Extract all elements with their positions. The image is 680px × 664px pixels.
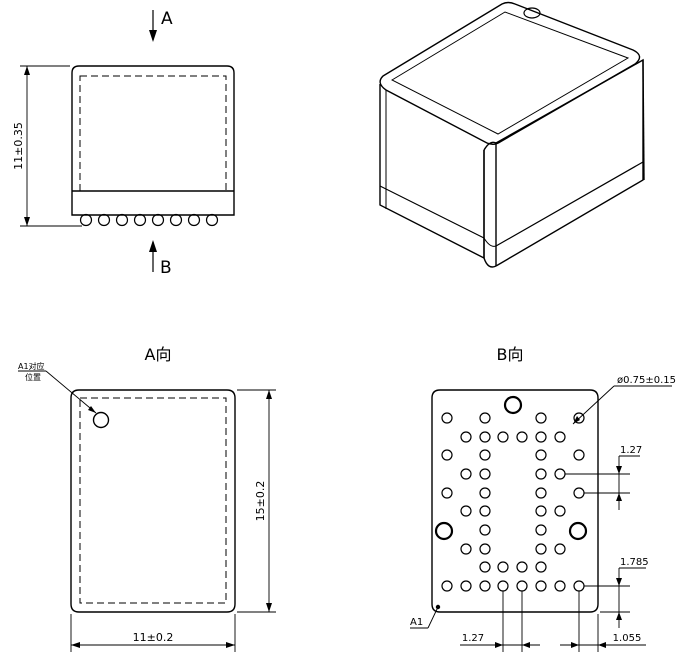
view-a-width-dimension — [70, 614, 236, 652]
view-a-leader — [45, 370, 97, 414]
solder-ball — [535, 449, 547, 461]
solder-ball — [535, 468, 547, 480]
view-b-a1-dot — [435, 604, 441, 610]
solder-ball — [535, 543, 547, 555]
iso-base-band — [379, 161, 644, 247]
view-b-pitch-bottom-dimension — [460, 591, 540, 652]
solder-ball — [460, 431, 472, 443]
solder-ball — [554, 543, 566, 555]
view-a-title: A向 — [145, 345, 172, 364]
solder-ball — [535, 412, 547, 424]
iso-top-face — [379, 1, 641, 145]
arrow-b — [149, 240, 157, 272]
view-b-title: B向 — [497, 345, 524, 364]
solder-ball — [573, 487, 585, 499]
view-b-body-outline — [431, 389, 599, 613]
front-height-label: 11±0.35 — [12, 122, 25, 170]
solder-ball — [535, 431, 547, 443]
view-b-hole-dim-label: ø0.75±0.15 — [617, 375, 676, 386]
solder-ball — [497, 431, 509, 443]
solder-ball — [516, 580, 528, 592]
solder-ball — [516, 561, 528, 573]
solder-ball — [573, 412, 585, 424]
solder-ball — [479, 580, 491, 592]
solder-ball — [554, 580, 566, 592]
solder-ball — [554, 505, 566, 517]
solder-ball — [497, 580, 509, 592]
solder-ball — [535, 524, 547, 536]
arrow-b-label: B — [160, 258, 172, 278]
view-a-callout-line2: 位置 — [25, 372, 41, 382]
view-a-body-outline — [70, 389, 236, 613]
view-b-a1-leader — [427, 606, 439, 629]
iso-right-face — [495, 58, 644, 267]
view-b-edge-y-label: 1.785 — [620, 557, 649, 568]
view-a-callout-line1: A1对应 — [18, 361, 45, 371]
solder-ball — [441, 487, 453, 499]
solder-ball — [573, 449, 585, 461]
solder-ball — [460, 468, 472, 480]
front-dashed-inner — [79, 75, 227, 192]
view-a-width-label: 11±0.2 — [133, 631, 174, 644]
solder-ball — [554, 431, 566, 443]
solder-ball — [460, 580, 472, 592]
view-b-hole-leader — [572, 385, 615, 425]
solder-ball — [535, 580, 547, 592]
solder-ball — [441, 449, 453, 461]
view-b-pitch-bottom-label: 1.27 — [462, 633, 484, 644]
view-a-height-dimension — [237, 389, 276, 613]
view-b-ball-grid — [434, 395, 588, 592]
front-solder-balls — [79, 213, 219, 227]
arrow-a-label: A — [161, 9, 173, 29]
view-b-edge-y-dimension — [584, 567, 646, 628]
solder-ball — [479, 449, 491, 461]
view-b-pitch-label: 1.27 — [620, 445, 642, 456]
solder-ball — [535, 561, 547, 573]
view-a-height-label: 15±0.2 — [254, 481, 267, 522]
alignment-ball — [568, 521, 588, 541]
iso-pin1-mark — [523, 7, 541, 19]
view-b-pitch-dimension — [565, 455, 640, 510]
solder-ball — [479, 468, 491, 480]
solder-ball — [479, 412, 491, 424]
view-a-pin1-mark — [92, 411, 110, 429]
view-a: A向 A1对应 位置 15±0.2 11±0.2 — [18, 345, 276, 652]
solder-ball — [554, 468, 566, 480]
solder-ball — [479, 487, 491, 499]
arrow-a — [149, 10, 157, 42]
front-body-outline — [71, 65, 235, 216]
view-b-edge-x-label: 1.055 — [613, 633, 642, 644]
iso-front-edge — [483, 141, 497, 151]
isometric-view — [379, 1, 645, 268]
solder-ball — [460, 505, 472, 517]
solder-ball — [441, 412, 453, 424]
front-height-dimension — [20, 65, 82, 227]
view-b-a1-label: A1 — [410, 617, 423, 628]
view-b-edge-x-dimension — [560, 591, 646, 652]
alignment-ball — [434, 521, 454, 541]
solder-ball — [479, 505, 491, 517]
solder-ball — [441, 580, 453, 592]
solder-ball — [535, 487, 547, 499]
solder-ball — [460, 543, 472, 555]
view-b: B向 ø0.75±0.15 1.27 1.785 A1 — [410, 345, 676, 652]
solder-ball — [535, 505, 547, 517]
solder-ball — [479, 561, 491, 573]
iso-left-face — [379, 84, 485, 260]
solder-ball — [516, 431, 528, 443]
front-view: A 11±0.35 B — [12, 9, 235, 278]
solder-ball — [479, 543, 491, 555]
view-a-dashed-inner — [79, 397, 227, 604]
alignment-ball — [503, 395, 523, 415]
solder-ball — [573, 580, 585, 592]
solder-ball — [497, 561, 509, 573]
solder-ball — [479, 524, 491, 536]
solder-ball — [479, 431, 491, 443]
